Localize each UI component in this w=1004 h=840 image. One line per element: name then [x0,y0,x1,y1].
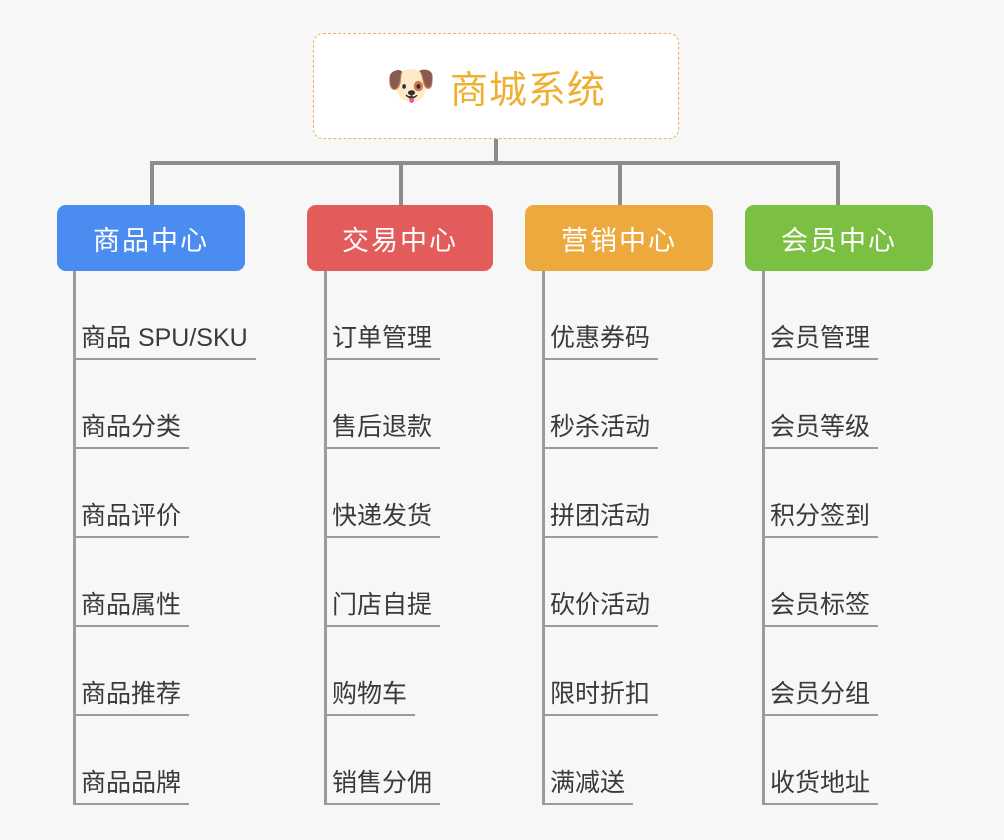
dog-face-icon: 🐶 [386,64,436,108]
list-item[interactable]: 商品推荐 [73,627,256,716]
branch-product-center: 商品中心 商品 SPU/SKU 商品分类 商品评价 商品属性 商品推荐 商品品牌 [57,205,256,805]
leaf-label: 售后退款 [324,413,441,449]
leaf-label: 会员等级 [762,413,879,449]
connector-horizontal-bus [150,161,836,165]
list-item[interactable]: 购物车 [324,627,440,716]
branch-spine [542,271,545,805]
list-item[interactable]: 门店自提 [324,538,441,627]
leaf-label: 秒杀活动 [542,413,659,449]
branch-leaf-list: 订单管理 售后退款 快递发货 门店自提 购物车 销售分佣 [307,271,441,805]
branch-header-member-center[interactable]: 会员中心 [745,205,933,271]
leaf-label: 购物车 [324,680,416,716]
leaf-label: 会员分组 [762,680,879,716]
list-item[interactable]: 售后退款 [324,360,441,449]
leaf-label: 快递发货 [324,502,441,538]
leaf-label: 门店自提 [324,591,441,627]
branch-leaf-list: 优惠券码 秒杀活动 拼团活动 砍价活动 限时折扣 满减送 [525,271,659,805]
list-item[interactable]: 商品属性 [73,538,256,627]
list-item[interactable]: 商品分类 [73,360,256,449]
list-item[interactable]: 积分签到 [762,449,879,538]
branch-trade-center: 交易中心 订单管理 售后退款 快递发货 门店自提 购物车 销售分佣 [307,205,493,805]
leaf-label: 砍价活动 [542,591,659,627]
leaf-label: 订单管理 [324,324,441,360]
branch-leaf-list: 商品 SPU/SKU 商品分类 商品评价 商品属性 商品推荐 商品品牌 [57,271,256,805]
connector-branch-drop-3 [618,161,622,205]
leaf-label: 商品品牌 [73,769,190,805]
branch-member-center: 会员中心 会员管理 会员等级 积分签到 会员标签 会员分组 收货地址 [745,205,933,805]
list-item[interactable]: 收货地址 [762,716,879,805]
branch-header-marketing-center[interactable]: 营销中心 [525,205,713,271]
list-item[interactable]: 商品评价 [73,449,256,538]
leaf-label: 拼团活动 [542,502,659,538]
branch-header-label: 会员中心 [781,225,897,256]
list-item[interactable]: 商品品牌 [73,716,256,805]
leaf-label: 会员标签 [762,591,879,627]
list-item[interactable]: 订单管理 [324,271,441,360]
leaf-label: 销售分佣 [324,769,441,805]
list-item[interactable]: 砍价活动 [542,538,659,627]
list-item[interactable]: 限时折扣 [542,627,659,716]
leaf-label: 商品分类 [73,413,190,449]
list-item[interactable]: 优惠券码 [542,271,659,360]
list-item[interactable]: 满减送 [542,716,658,805]
leaf-label: 商品 SPU/SKU [73,324,256,360]
root-node-mall-system[interactable]: 🐶 商城系统 [313,33,679,139]
branch-header-label: 交易中心 [342,225,458,256]
list-item[interactable]: 快递发货 [324,449,441,538]
leaf-label: 商品属性 [73,591,190,627]
list-item[interactable]: 秒杀活动 [542,360,659,449]
connector-branch-drop-4 [836,161,840,205]
branch-spine [73,271,76,805]
list-item[interactable]: 会员等级 [762,360,879,449]
list-item[interactable]: 会员管理 [762,271,879,360]
list-item[interactable]: 销售分佣 [324,716,441,805]
list-item[interactable]: 拼团活动 [542,449,659,538]
list-item[interactable]: 会员标签 [762,538,879,627]
leaf-label: 积分签到 [762,502,879,538]
branch-marketing-center: 营销中心 优惠券码 秒杀活动 拼团活动 砍价活动 限时折扣 满减送 [525,205,713,805]
leaf-label: 优惠券码 [542,324,659,360]
leaf-label: 限时折扣 [542,680,659,716]
leaf-label: 收货地址 [762,769,879,805]
leaf-label: 商品评价 [73,502,190,538]
leaf-label: 满减送 [542,769,634,805]
leaf-label: 商品推荐 [73,680,190,716]
branch-header-trade-center[interactable]: 交易中心 [307,205,493,271]
branch-header-product-center[interactable]: 商品中心 [57,205,245,271]
branch-spine [324,271,327,805]
connector-branch-drop-1 [150,161,154,205]
leaf-label: 会员管理 [762,324,879,360]
list-item[interactable]: 会员分组 [762,627,879,716]
branch-leaf-list: 会员管理 会员等级 积分签到 会员标签 会员分组 收货地址 [745,271,879,805]
connector-branch-drop-2 [399,161,403,205]
list-item[interactable]: 商品 SPU/SKU [73,271,256,360]
branch-spine [762,271,765,805]
root-node-title: 商城系统 [449,69,606,112]
branch-header-label: 营销中心 [561,225,677,256]
branch-header-label: 商品中心 [93,225,209,256]
connector-root-stem [494,139,498,165]
